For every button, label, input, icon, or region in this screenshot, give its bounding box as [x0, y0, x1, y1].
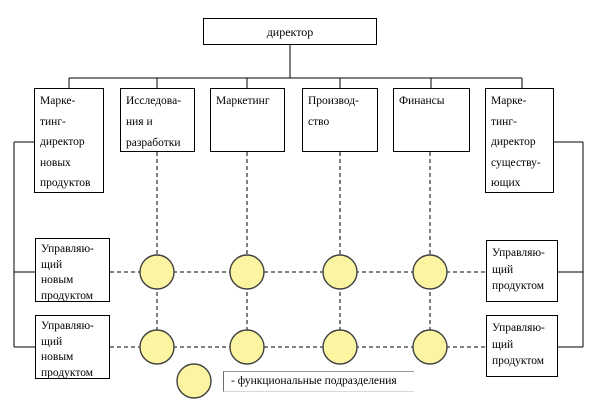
function-unit-circle	[412, 254, 448, 290]
box-product-manager-1: Управляю- щий продуктом	[486, 240, 558, 302]
function-unit-circle	[229, 329, 265, 365]
legend-label: - функциональные подразделения	[223, 371, 414, 392]
legend-circle	[176, 363, 212, 399]
box-new-product-manager-1: Управляю- щий новым продуктом	[35, 238, 110, 302]
box-marketing: Маркетинг	[210, 88, 285, 152]
function-unit-circle	[322, 254, 358, 290]
function-unit-circle	[322, 329, 358, 365]
box-product-manager-2: Управляю- щий продуктом	[486, 315, 558, 377]
function-unit-circle	[139, 254, 175, 290]
solid-connector-lines	[13, 45, 584, 348]
box-marketing-director-existing: Марке- тинг- директор существу- ющих	[485, 88, 554, 193]
function-unit-circle	[229, 254, 265, 290]
box-research-and-development: Исследова- ния и разработки	[120, 88, 195, 152]
box-finance: Финансы	[393, 88, 470, 152]
box-production: Производ- ство	[302, 88, 378, 152]
box-marketing-director-new-products: Марке- тинг- директор новых продуктов	[34, 88, 104, 193]
box-new-product-manager-2: Управляю- щий новым продуктом	[35, 315, 110, 379]
function-unit-circle	[139, 329, 175, 365]
dashed-matrix-lines	[110, 152, 486, 348]
function-unit-circle	[412, 329, 448, 365]
function-unit-circles	[139, 254, 448, 399]
box-director: директор	[203, 18, 377, 45]
